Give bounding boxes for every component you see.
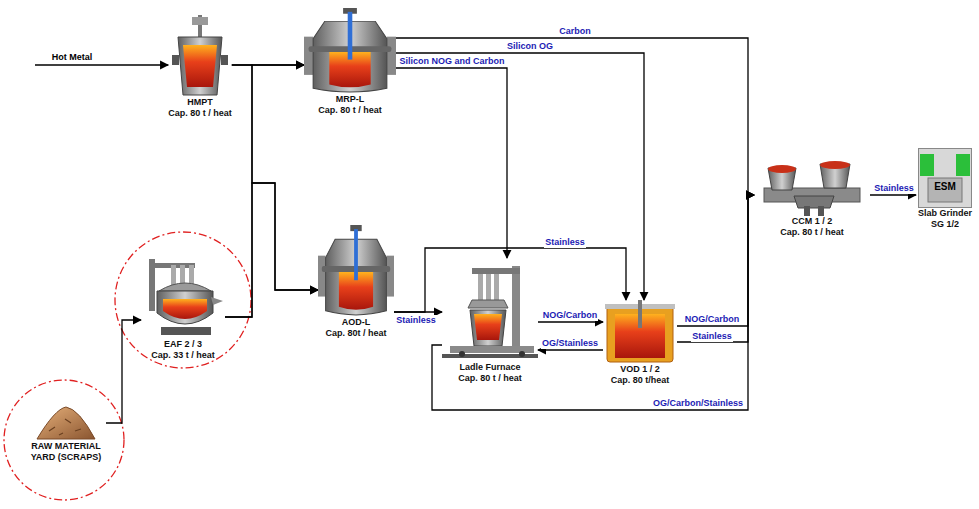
equipment-caption: Cap. 80 t / heat [458,373,522,384]
equipment-caption: HMPT [187,97,213,108]
equipment-caption: CCM 1 / 2 [792,216,833,227]
flow-label: Stainless [395,315,437,326]
equipment-caption: VOD 1 / 2 [620,364,660,375]
ladle-station-icon [172,15,228,97]
flow-connector [396,38,754,195]
flow-connector [538,321,603,322]
flow-connector [870,194,916,195]
flow-label: NOG/Carbon [542,310,599,321]
flow-connector [394,248,626,312]
ladle-furnace: Ladle FurnaceCap. 80 t / heat [442,258,538,384]
grinder-icon [918,148,972,208]
flow-label: Stainless [544,237,586,248]
flow-connector [677,195,754,326]
equipment-caption: Cap. 80 t / heat [780,227,844,238]
highlight-circle [4,380,124,500]
flow-label: Stainless [691,331,733,342]
flow-connector [396,53,644,300]
flow-connector [538,349,603,350]
flow-label: Silicon OG [506,41,554,52]
converter-vessel: MRP-LCap. 80 t / heat [304,8,396,116]
equipment-caption: Ladle Furnace [459,362,520,373]
converter-vessel-icon [318,225,394,317]
flow-label: Silicon NOG and Carbon [398,56,505,67]
equipment-caption: Cap. 80 t / heat [168,108,232,119]
caster-icon [754,158,870,216]
equipment-caption: Cap. 33 t / heat [151,350,215,361]
flow-label: OG/Carbon/Stainless [652,398,744,409]
equipment-caption: Cap. 80t / heat [325,328,386,339]
highlight-circle [115,232,251,368]
equipment-caption: EAF 2 / 3 [164,339,202,350]
flow-label: OG/Stainless [541,338,599,349]
equipment-caption: Slab Grinder SG 1/2 [916,208,974,230]
vacuum-vessel: VOD 1 / 2Cap. 80 t/heat [603,300,677,386]
flow-label: Stainless [873,183,915,194]
equipment-caption: Cap. 80 t/heat [611,375,670,386]
flow-connector [225,65,304,317]
ladle-furnace-icon [442,258,538,362]
flow-label: Carbon [558,26,592,37]
arc-furnace-icon [141,255,225,339]
input-arrow [35,64,168,65]
equipment-caption: MRP-L [336,94,365,105]
equipment-caption: RAW MATERIAL YARD (SCRAPS) [26,441,106,463]
flow-connector [106,320,141,423]
grinder: ESM Slab Grinder SG 1/2 [916,148,974,230]
flow-connector [396,68,507,258]
flow-connector [677,195,754,342]
flow-connector [432,195,754,410]
caster: CCM 1 / 2Cap. 80 t / heat [754,158,870,238]
input-label: Hot Metal [51,52,94,63]
equipment-caption: Cap. 80 t / heat [318,105,382,116]
ladle-station: HMPTCap. 80 t / heat [168,15,232,119]
scrap-yard-icon [35,405,97,441]
converter-vessel-icon [304,8,396,94]
converter-vessel: AOD-LCap. 80t / heat [318,225,394,339]
equipment-caption: AOD-L [342,317,371,328]
flow-label: NOG/Carbon [684,314,741,325]
equipment-caption: ESM [934,181,956,192]
flow-connector [225,183,318,317]
arc-furnace: EAF 2 / 3Cap. 33 t / heat [141,255,225,361]
scrap-yard: RAW MATERIAL YARD (SCRAPS) [26,405,106,463]
vacuum-vessel-icon [603,300,677,364]
